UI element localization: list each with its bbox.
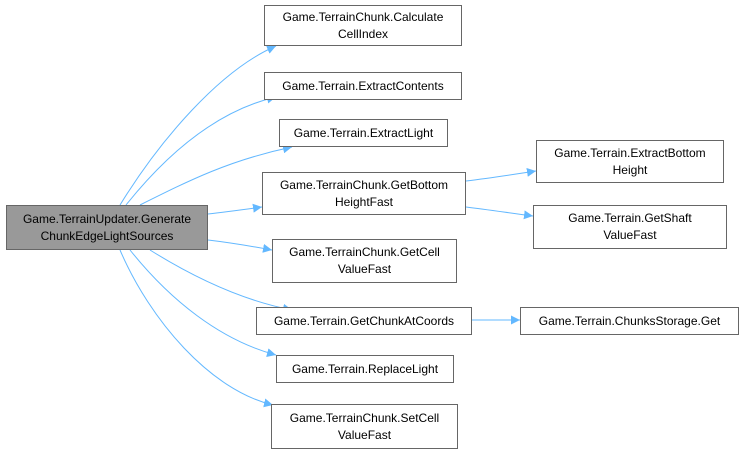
node-label: Game.Terrain.ExtractLight [293,125,434,140]
node-get-chunk-at-coords[interactable]: Game.Terrain.GetChunkAtCoords [256,307,472,335]
node-chunks-storage-get[interactable]: Game.Terrain.ChunksStorage.Get [520,307,739,335]
node-label: Game.Terrain.ReplaceLight [291,361,439,376]
edge-root-to-set-cell-value-fast [119,249,274,408]
edge-root-to-get-chunk-at-coords [149,249,293,313]
node-get-cell-value-fast[interactable]: Game.TerrainChunk.GetCell ValueFast [272,239,457,283]
node-get-bottom-height-fast[interactable]: Game.TerrainChunk.GetBottom HeightFast [262,172,466,215]
node-root-generate-chunk-edge-light-sources: Game.TerrainUpdater.Generate ChunkEdgeLi… [6,205,208,250]
node-label: Game.Terrain.GetShaft ValueFast [568,211,692,242]
node-root-label: Game.TerrainUpdater.Generate ChunkEdgeLi… [22,211,192,243]
node-extract-bottom-height[interactable]: Game.Terrain.ExtractBottom Height [536,140,724,183]
node-extract-contents[interactable]: Game.Terrain.ExtractContents [264,72,462,100]
node-label: Game.Terrain.ChunksStorage.Get [538,313,721,328]
node-label: Game.TerrainChunk.GetCell ValueFast [289,245,440,276]
node-label: Game.Terrain.GetChunkAtCoords [273,313,455,328]
node-extract-light[interactable]: Game.Terrain.ExtractLight [279,119,448,147]
node-set-cell-value-fast[interactable]: Game.TerrainChunk.SetCell ValueFast [271,404,458,449]
edge-root-to-extract-contents [125,94,277,206]
node-calculate-cell-index[interactable]: Game.TerrainChunk.Calculate CellIndex [264,5,462,46]
node-replace-light[interactable]: Game.Terrain.ReplaceLight [276,355,454,383]
edge-get-bottom-height-to-get-shaft [465,206,534,220]
node-label: Game.Terrain.ExtractContents [282,78,444,93]
node-label: Game.TerrainChunk.SetCell ValueFast [289,410,440,442]
edge-get-bottom-height-to-extract-bottom [465,167,537,182]
node-get-shaft-value-fast[interactable]: Game.Terrain.GetShaft ValueFast [533,205,727,249]
node-label: Game.TerrainChunk.Calculate CellIndex [282,9,444,41]
edge-root-to-get-bottom-height-fast [207,203,263,215]
edge-root-to-calculate-cell-index [119,45,277,206]
edge-root-to-extract-light [139,144,293,206]
edge-root-to-get-cell-value-fast [207,239,273,253]
node-label: Game.TerrainChunk.GetBottom HeightFast [279,177,449,209]
node-label: Game.Terrain.ExtractBottom Height [554,145,706,177]
edge-root-to-replace-light [129,249,277,358]
